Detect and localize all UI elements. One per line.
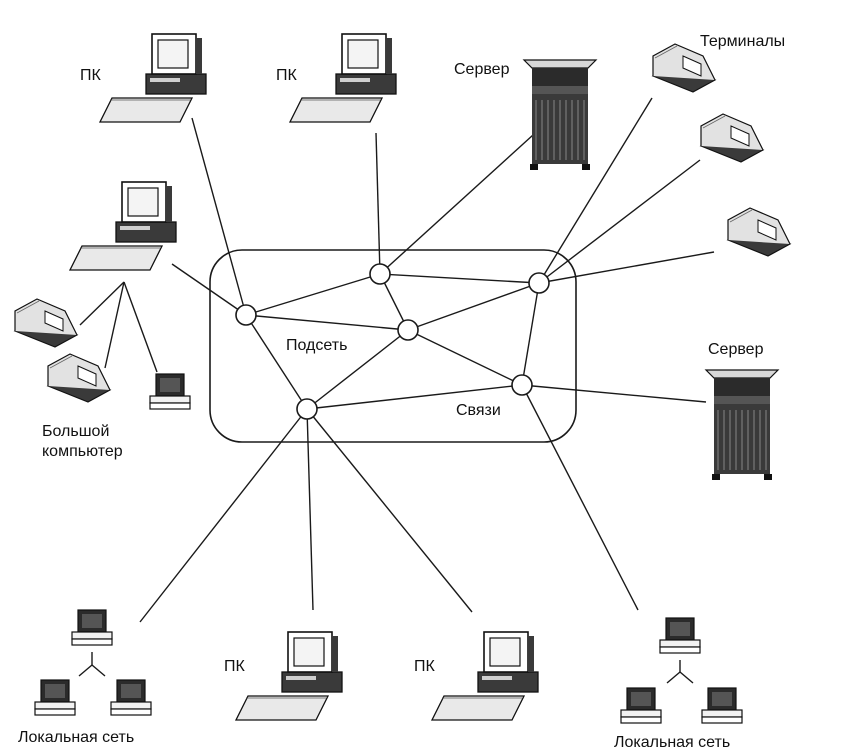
lan-workstation-icon bbox=[659, 617, 701, 654]
pc-label: ПК bbox=[414, 658, 436, 675]
link bbox=[306, 329, 409, 410]
link bbox=[538, 251, 715, 284]
link bbox=[91, 664, 106, 677]
terminal-icon bbox=[47, 353, 111, 403]
pc-icon bbox=[99, 33, 207, 123]
link bbox=[379, 134, 534, 275]
link bbox=[521, 384, 707, 403]
pc-label: ПК bbox=[224, 658, 246, 675]
lan-label: Локальная сеть bbox=[18, 729, 134, 746]
link bbox=[245, 314, 308, 410]
lan-workstation-icon bbox=[110, 679, 152, 716]
link bbox=[538, 97, 653, 284]
link bbox=[78, 664, 93, 677]
devices bbox=[14, 33, 791, 724]
subnet-node bbox=[235, 304, 257, 326]
link bbox=[79, 281, 125, 326]
pc-icon bbox=[69, 181, 177, 271]
link bbox=[521, 384, 639, 611]
link bbox=[538, 159, 701, 284]
lan-workstation-icon bbox=[701, 687, 743, 724]
link bbox=[379, 273, 540, 284]
lan-workstation-icon bbox=[71, 609, 113, 646]
pc-label: ПК bbox=[80, 67, 102, 84]
subnet-node bbox=[528, 272, 550, 294]
mainframe-label-line1: Большой bbox=[42, 423, 109, 440]
link bbox=[306, 384, 523, 410]
server-icon bbox=[523, 59, 597, 171]
terminals-label: Терминалы bbox=[700, 33, 785, 50]
lan-workstation-icon bbox=[34, 679, 76, 716]
lan-workstation-icon bbox=[620, 687, 662, 724]
terminal-icon bbox=[14, 298, 78, 348]
labels: ПК ПК Сервер Терминалы Подсеть Связи Сер… bbox=[18, 33, 785, 751]
pc-icon bbox=[289, 33, 397, 123]
link bbox=[679, 671, 694, 684]
pc-icon bbox=[235, 631, 343, 721]
mainframe-label-line2: компьютер bbox=[42, 443, 123, 460]
link bbox=[245, 314, 409, 331]
terminal-icon bbox=[700, 113, 764, 163]
terminal-icon bbox=[727, 207, 791, 257]
pc-icon bbox=[431, 631, 539, 721]
subnet-boundary bbox=[209, 249, 577, 443]
link bbox=[104, 281, 125, 369]
link bbox=[123, 281, 158, 373]
link bbox=[521, 282, 540, 386]
subnet-node bbox=[369, 263, 391, 285]
link bbox=[139, 408, 308, 623]
link bbox=[666, 671, 681, 684]
link bbox=[407, 282, 540, 331]
network-links bbox=[78, 97, 715, 684]
link bbox=[306, 408, 314, 611]
server-label: Сервер bbox=[708, 341, 764, 358]
server-icon bbox=[705, 369, 779, 481]
subnet-nodes bbox=[235, 263, 550, 420]
link bbox=[306, 408, 473, 613]
links-label: Связи bbox=[456, 402, 501, 419]
link bbox=[375, 132, 381, 275]
link bbox=[191, 117, 247, 316]
subnet-node bbox=[296, 398, 318, 420]
link bbox=[407, 329, 523, 386]
pc-label: ПК bbox=[276, 67, 298, 84]
subnet-node bbox=[397, 319, 419, 341]
link bbox=[171, 263, 247, 316]
server-label: Сервер bbox=[454, 61, 510, 78]
link bbox=[245, 273, 381, 316]
subnet-node bbox=[511, 374, 533, 396]
lan-label: Локальная сеть bbox=[614, 734, 730, 751]
subnet-label: Подсеть bbox=[286, 337, 347, 354]
terminal-icon bbox=[652, 43, 716, 93]
mainframe-icon bbox=[149, 373, 191, 410]
